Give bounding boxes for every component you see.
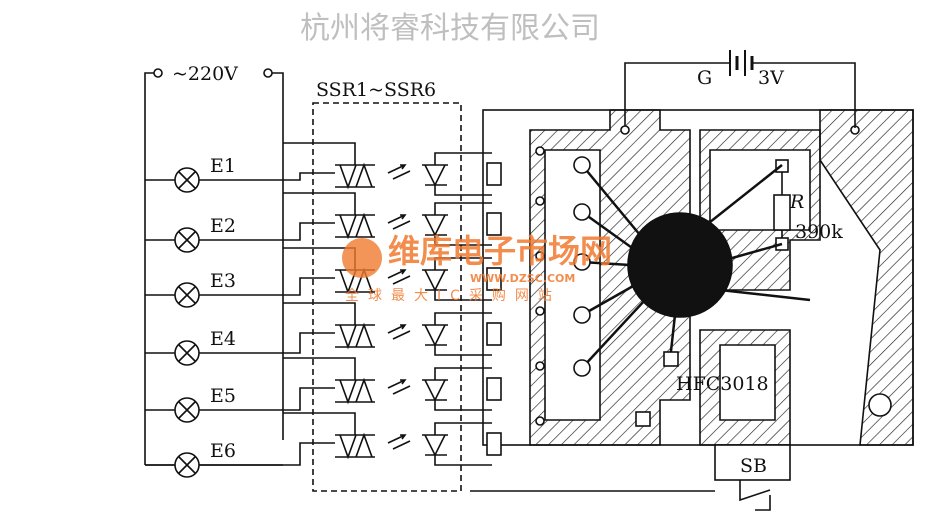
watermark-slogan: 全球最大IC采购网站 (345, 287, 561, 304)
supply-wire-left (144, 72, 154, 465)
triac-icon (283, 357, 375, 405)
lamp-icon (174, 340, 200, 366)
lamp-label: E6 (210, 440, 236, 462)
sb-switch-box (714, 444, 791, 481)
triac-icon (283, 302, 375, 350)
switch-label: SB (740, 455, 767, 477)
lamp-icon (174, 397, 200, 423)
lamp-icon (174, 282, 200, 308)
ic-hfc3018-chip (627, 212, 733, 318)
lamp-icon (174, 167, 200, 193)
supply-wire-right (272, 72, 284, 440)
led-icon (422, 152, 492, 196)
watermark-brand: 维库电子市场网 (388, 232, 612, 270)
resistor-r (773, 194, 791, 231)
ssr-label: SSR1~SSR6 (316, 79, 436, 101)
pcb-pad (486, 267, 502, 291)
watermark-company: 杭州将睿科技有限公司 (300, 11, 600, 46)
pcb-pad (486, 162, 502, 186)
terminal-left (153, 68, 163, 78)
resistor-value: 390k (795, 221, 843, 243)
lamp-label: E5 (210, 385, 236, 407)
resistor-label: R (789, 191, 804, 213)
pcb-pad (486, 377, 502, 401)
led-icon (422, 202, 492, 246)
pcb-pad (486, 322, 502, 346)
lamp-label: E1 (210, 155, 236, 177)
pcb-pad (486, 432, 502, 456)
battery-voltage-label: 3V (758, 67, 784, 89)
supply-label: ~220V (172, 63, 238, 85)
battery-wires (624, 62, 856, 128)
ssr-box (312, 102, 462, 492)
light-arrow-icon (387, 434, 411, 450)
lamp-row-e2: E2 (145, 192, 545, 253)
light-arrow-icon (387, 214, 411, 230)
lamp-row-e1: E1 (145, 142, 545, 196)
terminal-right (263, 68, 273, 78)
lamp-row-e3: E3 (145, 247, 545, 308)
lamp-icon (174, 227, 200, 253)
led-icon (422, 422, 492, 466)
lamp-row-e5: E5 (145, 357, 545, 423)
sb-switch-contact (739, 480, 771, 511)
lamp-label: E4 (210, 328, 236, 350)
led-icon (422, 257, 492, 301)
led-icon (422, 367, 492, 411)
battery-label: G (697, 67, 712, 89)
watermark-url: WWW.DZSC.COM (470, 272, 575, 285)
watermark-logo-icon (342, 238, 382, 278)
triac-icon (283, 412, 375, 460)
light-arrow-icon (387, 164, 411, 180)
light-arrow-icon (387, 269, 411, 285)
lamp-label: E2 (210, 215, 236, 237)
lamp-row-e6: E6 (145, 412, 545, 478)
lamp-row-e4: E4 (145, 302, 545, 366)
lamp-label: E3 (210, 270, 236, 292)
triac-icon (283, 142, 375, 190)
pcb-pad (486, 212, 502, 236)
light-arrow-icon (387, 379, 411, 395)
triac-icon (283, 192, 375, 240)
ic-label: HFC3018 (676, 373, 769, 395)
led-icon (422, 312, 492, 356)
lamp-icon (174, 452, 200, 478)
light-arrow-icon (387, 324, 411, 340)
